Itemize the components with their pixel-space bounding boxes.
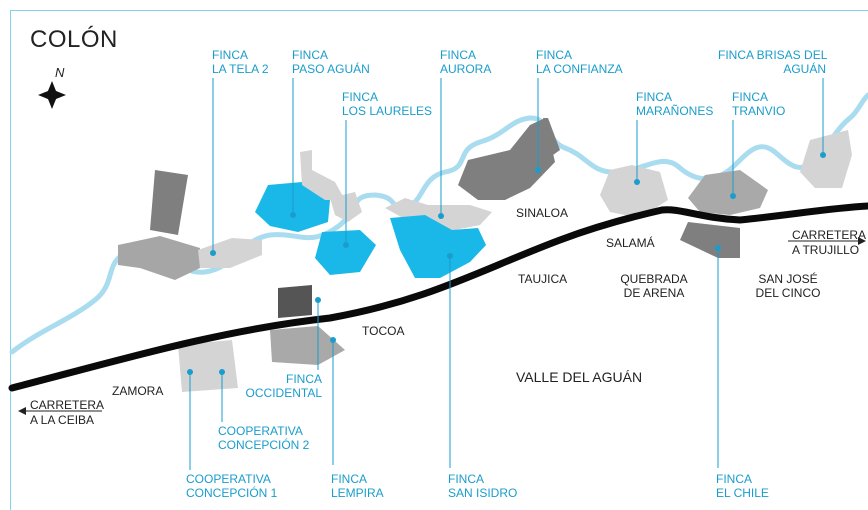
parcel-concepcion: [178, 340, 238, 392]
parcel-tela2-north: [150, 170, 188, 235]
leader-dots: [187, 152, 826, 375]
road-label-carretera-trujillo-1: CARRETERA: [792, 228, 867, 242]
arrow-ceiba-head: [18, 407, 26, 415]
north-label: N: [55, 65, 65, 80]
map-title: COLÓN: [30, 26, 118, 53]
place-valle-del-aguan: VALLE DEL AGUÁN: [516, 369, 643, 385]
parcel-tranvio: [688, 170, 768, 215]
compass-icon: [38, 81, 66, 109]
parcel-occidental: [270, 326, 345, 365]
parcel-confianza-spur: [543, 118, 560, 155]
road-label-carretera-la-ceiba-1: CARRETERA: [30, 398, 105, 412]
map-frame: [10, 10, 868, 510]
arrow-trujillo-head: [858, 237, 866, 245]
road-label-carretera-trujillo-2: A TRUJILLO: [792, 243, 860, 257]
parcel-san-isidro: [390, 215, 486, 278]
place-zamora: ZAMORA: [112, 384, 164, 398]
place-tocoa: TOCOA: [362, 324, 405, 338]
place-taujica: TAUJICA: [518, 272, 568, 286]
parcel-occidental-north: [278, 285, 312, 318]
parcel-brisas: [800, 130, 852, 188]
leader-lines: [189, 78, 824, 470]
place-salama: SALAMÁ: [606, 236, 655, 250]
highway: [8, 202, 868, 392]
parcel-tela2: [198, 238, 262, 268]
parcel-el-chile: [680, 222, 740, 258]
road-label-carretera-la-ceiba-2: A LA CEIBA: [30, 413, 95, 427]
parcel-la-confianza: [458, 118, 555, 200]
place-sinaloa: SINALOA: [516, 206, 569, 220]
parcel-tela2-west: [118, 236, 200, 280]
parcel-los-laureles: [315, 230, 376, 275]
parcel-paso-north: [300, 150, 345, 200]
parcel-maranones: [600, 165, 668, 218]
